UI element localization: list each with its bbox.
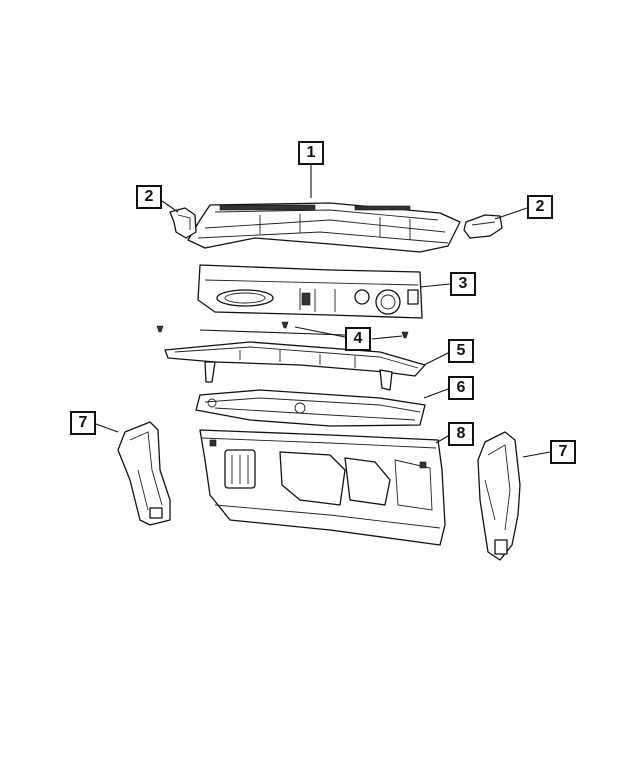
part-3-plenum-panel (197, 264, 423, 319)
part-2-left-bracket (169, 207, 197, 239)
part-7-left-pillar (117, 421, 171, 526)
callout-2-right: 2 (527, 195, 553, 219)
callout-5: 5 (448, 339, 474, 363)
part-4-fasteners (156, 321, 409, 339)
callout-7-right: 7 (550, 440, 576, 464)
part-5-cowl-support (164, 341, 426, 391)
callout-4: 4 (345, 327, 371, 351)
part-6-cross-member (195, 389, 426, 427)
part-8-dash-panel (199, 429, 446, 546)
callout-2-left: 2 (136, 185, 162, 209)
part-1-cowl-panel (187, 202, 461, 253)
part-7-right-pillar (477, 431, 521, 561)
leader-lines (95, 164, 551, 458)
callout-8: 8 (448, 422, 474, 446)
part-2-right-bracket (463, 214, 503, 239)
callout-3: 3 (450, 272, 476, 296)
callout-7-left: 7 (70, 411, 96, 435)
callout-6: 6 (448, 376, 474, 400)
callout-1: 1 (298, 141, 324, 165)
